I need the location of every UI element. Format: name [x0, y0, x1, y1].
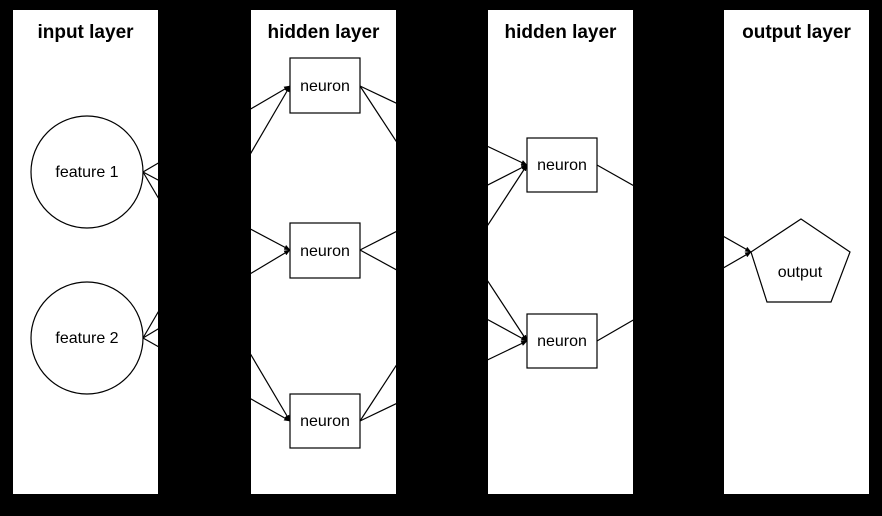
node-hidden2-neuron-2: [526, 313, 598, 369]
node-hidden1-neuron-3-label: neuron: [300, 413, 350, 430]
node-output: [750, 218, 851, 303]
panel-hidden-layer-2: [488, 10, 633, 494]
node-hidden2-neuron-2-label: neuron: [537, 333, 587, 350]
input-layer-title: input layer: [37, 22, 134, 43]
node-hidden2-neuron-1: [526, 137, 598, 193]
hidden-layer-1-title: hidden layer: [268, 22, 381, 43]
node-hidden1-neuron-3: [289, 393, 361, 449]
output-layer-title: output layer: [742, 22, 851, 43]
node-hidden2-neuron-1-label: neuron: [537, 157, 587, 174]
panel-input-layer: [13, 10, 158, 494]
node-hidden1-neuron-1: [289, 57, 361, 114]
node-hidden1-neuron-2-label: neuron: [300, 243, 350, 260]
node-hidden1-neuron-1-label: neuron: [300, 78, 350, 95]
node-output-label: output: [778, 264, 823, 281]
node-feature-2-label: feature 2: [55, 330, 118, 347]
node-hidden1-neuron-2: [289, 222, 361, 279]
hidden-layer-2-title: hidden layer: [505, 22, 618, 43]
node-feature-1-label: feature 1: [55, 164, 118, 181]
node-feature-1: [30, 115, 144, 229]
node-feature-2: [30, 281, 144, 395]
